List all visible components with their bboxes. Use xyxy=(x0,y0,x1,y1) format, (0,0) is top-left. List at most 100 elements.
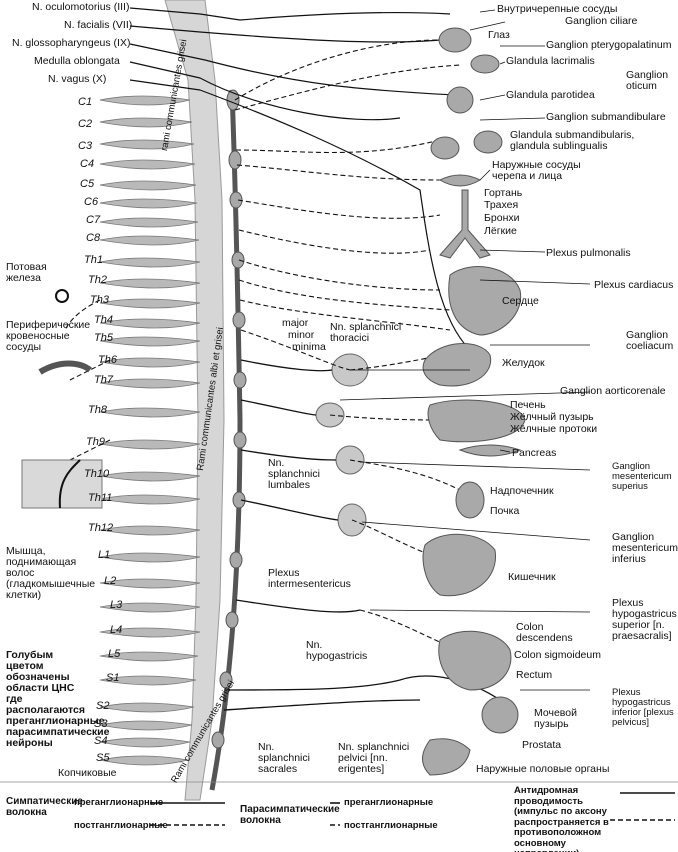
label-intermesentericus: Plexus intermesentericus xyxy=(268,567,351,590)
label-ganglion-pterygopalatinum: Ganglion pterygopalatinum xyxy=(546,39,672,51)
label-hair-muscle: Мышца, поднимающая волос (гладкомышечные… xyxy=(6,545,96,601)
seg-l2: L2 xyxy=(104,575,117,587)
label-lungs: Лёгкие xyxy=(484,225,517,237)
genitals-shape xyxy=(422,738,471,776)
label-external-genitals: Наружные половые органы xyxy=(476,763,610,775)
label-lumbales: Nn. splanchnici lumbales xyxy=(268,457,320,491)
label-vagus: N. vagus (X) xyxy=(48,73,107,85)
eye-shape xyxy=(438,27,472,53)
seg-th7: Th7 xyxy=(94,374,113,386)
liver-shape xyxy=(427,399,526,443)
label-adrenal: Надпочечник xyxy=(490,485,554,497)
seg-c3: C3 xyxy=(78,140,93,152)
lacrimal-gland-shape xyxy=(470,54,500,74)
label-medulla: Medulla oblongata xyxy=(34,55,120,67)
seg-th5: Th5 xyxy=(94,332,113,344)
label-plexus-pulmonalis: Plexus pulmonalis xyxy=(546,247,631,259)
label-kidney: Почка xyxy=(490,505,520,517)
seg-l3: L3 xyxy=(110,599,123,611)
seg-s5: S5 xyxy=(96,752,110,764)
seg-th8: Th8 xyxy=(88,404,107,416)
legend-antidromic: Антидромная проводимость (импульс по акс… xyxy=(514,785,609,852)
stomach-shape xyxy=(422,343,492,387)
intestine-shape xyxy=(422,533,496,597)
label-head-vessels: Наружные сосуды черепа и лица xyxy=(492,159,581,182)
trachea-lungs-shape xyxy=(439,189,491,259)
label-prostata: Prostata xyxy=(522,739,562,751)
label-oculomotorius: N. oculomotorius (III) xyxy=(32,1,130,13)
label-sacrales: Nn. splanchnici sacrales xyxy=(258,741,310,775)
seg-c4: C4 xyxy=(80,158,95,170)
postganglionic-lines xyxy=(64,39,471,651)
label-glandula-lacrimalis: Glandula lacrimalis xyxy=(506,55,595,67)
seg-s4: S4 xyxy=(94,735,108,747)
label-ganglion-oticum: Ganglion oticum xyxy=(626,69,669,92)
seg-th3: Th3 xyxy=(90,294,109,306)
seg-c1: C1 xyxy=(78,96,93,108)
label-bladder: Мочевой пузырь xyxy=(534,707,577,730)
label-ganglion-mesentericum-superius: Ganglion mesentericum superius xyxy=(612,461,672,492)
label-bile-ducts: Жёлчные протоки xyxy=(510,423,598,435)
label-plexus-cardiacus: Plexus cardiacus xyxy=(594,279,674,291)
label-plexus-hypogastricus-inferior: Plexus hypogastricus inferior [plexus pe… xyxy=(612,687,674,728)
label-thoracici: Nn. splanchnici thoracici xyxy=(330,321,402,344)
label-major: major xyxy=(282,317,309,329)
label-glandula-parotidea: Glandula parotidea xyxy=(506,89,595,101)
pancreas-shape xyxy=(458,444,522,457)
label-pancreas: Pancreas xyxy=(512,447,557,459)
cranial-nerve-lines xyxy=(129,7,471,351)
seg-l4: L4 xyxy=(110,624,123,636)
sweat-gland-coil xyxy=(55,289,69,303)
seg-th12: Th12 xyxy=(88,522,114,534)
seg-c8: C8 xyxy=(86,232,101,244)
label-ganglion-mesentericum-inferius: Ganglion mesentericum inferius xyxy=(612,531,678,565)
seg-th1: Th1 xyxy=(84,254,103,266)
seg-coccygeal: Копчиковые xyxy=(58,767,117,779)
label-ganglion-ciliare: Ganglion ciliare xyxy=(565,15,638,27)
spinal-cord xyxy=(164,0,225,801)
trunk-ganglia xyxy=(211,89,247,749)
label-stomach: Желудок xyxy=(502,357,545,369)
label-facialis: N. facialis (VII) xyxy=(64,19,133,31)
label-ganglion-aorticorenale: Ganglion aorticorenale xyxy=(560,385,666,397)
seg-th6: Th6 xyxy=(98,354,117,366)
label-trachea: Трахея xyxy=(484,199,519,211)
submandibular-shape xyxy=(430,136,460,160)
seg-s3: S3 xyxy=(94,718,108,730)
label-ganglion-coeliacum: Ganglion coeliacum xyxy=(626,329,674,352)
label-peripheral-vessels: Периферические кровеносные сосуды xyxy=(6,319,91,353)
prevertebral-ganglia xyxy=(315,353,369,537)
kidney-shape xyxy=(455,481,485,519)
seg-c2: C2 xyxy=(78,118,93,130)
label-ganglion-submandibulare: Ganglion submandibulare xyxy=(546,111,666,123)
label-eye: Глаз xyxy=(488,29,510,41)
label-intracranial-vessels: Внутричерепные сосуды xyxy=(497,3,618,15)
label-heart: Сердце xyxy=(502,295,539,307)
label-intestine: Кишечник xyxy=(508,571,556,583)
seg-c5: C5 xyxy=(80,178,95,190)
label-blue-note: Голубым цветом обозначены области ЦНС гд… xyxy=(6,649,110,749)
label-hypogastricis: Nn. hypogastricis xyxy=(306,639,368,662)
legend-sym-post: постганглионарные xyxy=(74,820,168,831)
seg-l5: L5 xyxy=(108,648,121,660)
seg-s2: S2 xyxy=(96,700,110,712)
label-bronchi: Бронхи xyxy=(484,212,520,224)
seg-c6: C6 xyxy=(84,196,99,208)
seg-c7: C7 xyxy=(86,214,101,226)
heart-shape xyxy=(448,266,522,336)
seg-th2: Th2 xyxy=(88,274,107,286)
legend-parasympathetic: Парасимпатические волокна xyxy=(240,804,340,826)
legend-para-post: постганглионарные xyxy=(344,820,438,831)
legend-sympathetic: Симпатические волокна xyxy=(6,796,83,818)
label-glandula-submandibularis: Glandula submandibularis, glandula subli… xyxy=(510,129,635,152)
label-larynx: Гортань xyxy=(484,187,523,199)
vertebral-segments xyxy=(99,95,201,766)
label-minor: minor xyxy=(288,329,315,341)
label-minima: minima xyxy=(292,341,326,353)
sublingual-shape xyxy=(473,130,503,154)
seg-th9: Th9 xyxy=(86,436,105,448)
seg-th10: Th10 xyxy=(84,468,110,480)
label-glossopharyngeus: N. glossopharyngeus (IX) xyxy=(12,37,131,49)
